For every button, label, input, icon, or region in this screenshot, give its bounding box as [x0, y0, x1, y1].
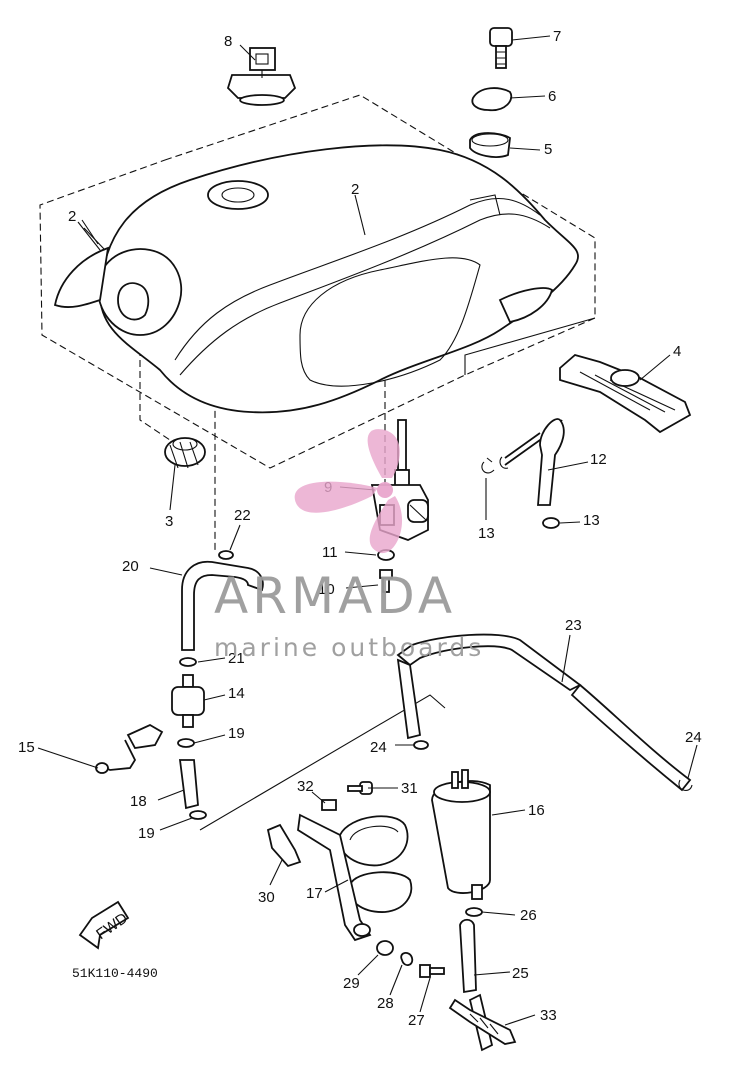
clip-21 [179, 657, 197, 667]
callout-32: 32 [297, 778, 314, 795]
callout-16: 16 [528, 802, 545, 819]
callout-25: 25 [512, 965, 529, 982]
fuel-filter [171, 674, 205, 728]
callout-8: 8 [224, 33, 232, 50]
callout-5: 5 [544, 141, 552, 158]
pump-bracket [297, 813, 413, 942]
watermark-brand: ARMADA [214, 567, 456, 625]
propeller-logo-icon [294, 429, 403, 554]
callout-28: 28 [377, 995, 394, 1012]
bolt-7 [489, 27, 513, 69]
callout-11: 11 [322, 544, 338, 561]
callout-2-b: 2 [351, 181, 359, 198]
clip-13-a [481, 457, 495, 474]
callout-20: 20 [122, 558, 139, 575]
callout-7: 7 [553, 28, 561, 45]
callout-15: 15 [18, 739, 35, 756]
screw-27 [419, 964, 445, 978]
callout-29: 29 [343, 975, 360, 992]
callout-18: 18 [130, 793, 147, 810]
knob-3 [164, 437, 206, 469]
callout-24-a: 24 [370, 739, 387, 756]
callout-12: 12 [590, 451, 607, 468]
callout-6: 6 [548, 88, 556, 105]
callout-30: 30 [258, 889, 275, 906]
bolt-31 [347, 781, 373, 795]
armada-watermark: ARMADA marine outboards [214, 429, 484, 662]
clip-24-a [413, 740, 429, 750]
callout-10: 10 [318, 581, 335, 598]
callout-33: 33 [540, 1007, 557, 1024]
callout-19-b: 19 [138, 825, 155, 842]
callout-14: 14 [228, 685, 245, 702]
hose-20 [181, 560, 264, 651]
part-code: 51K110-4490 [72, 966, 158, 981]
callout-13-b: 13 [583, 512, 600, 529]
callout-26: 26 [520, 907, 537, 924]
watermark-tagline: marine outboards [214, 633, 484, 662]
clip-24-b [678, 779, 693, 791]
clip-13-b [542, 517, 560, 529]
clip-26 [465, 907, 483, 917]
callout-21: 21 [228, 650, 245, 667]
callout-2-a: 2 [68, 208, 76, 225]
washer-28 [400, 952, 414, 966]
hose-23 [396, 633, 692, 792]
leader-lines [37, 35, 698, 1026]
callout-31: 31 [401, 780, 418, 797]
screw-10 [379, 569, 393, 593]
hose-25 [459, 918, 477, 994]
pump-group-frame [199, 694, 446, 831]
clamp-30 [266, 823, 302, 868]
callout-23: 23 [565, 617, 582, 634]
clip-22 [218, 550, 234, 560]
hose-18 [178, 759, 199, 810]
band-33 [448, 998, 517, 1045]
clip-19-a [177, 738, 195, 748]
callout-labels: 7 6 5 8 2 2 2 4 12 13 13 9 11 10 3 22 20… [18, 28, 702, 1029]
fuel-tank [97, 144, 580, 414]
callout-24-b: 24 [685, 729, 702, 746]
tank-group-frame [39, 94, 596, 469]
callout-4: 4 [673, 343, 681, 360]
side-cover-left [53, 246, 110, 308]
callout-3: 3 [165, 513, 173, 530]
callout-19-a: 19 [228, 725, 245, 742]
callout-17: 17 [306, 885, 323, 902]
callout-22: 22 [234, 507, 251, 524]
cover-4 [559, 354, 692, 434]
nut-32 [321, 799, 337, 811]
damper-6 [471, 87, 513, 112]
fwd-arrow: FWD [78, 900, 131, 950]
grommet-5 [469, 132, 511, 158]
callout-27: 27 [408, 1012, 425, 1029]
callout-13-a: 13 [478, 525, 495, 542]
bracket-15 [95, 723, 164, 774]
tank-cap [226, 47, 297, 106]
fuel-pump [431, 769, 491, 900]
washer-29 [376, 940, 394, 956]
clip-19-b [189, 810, 207, 820]
